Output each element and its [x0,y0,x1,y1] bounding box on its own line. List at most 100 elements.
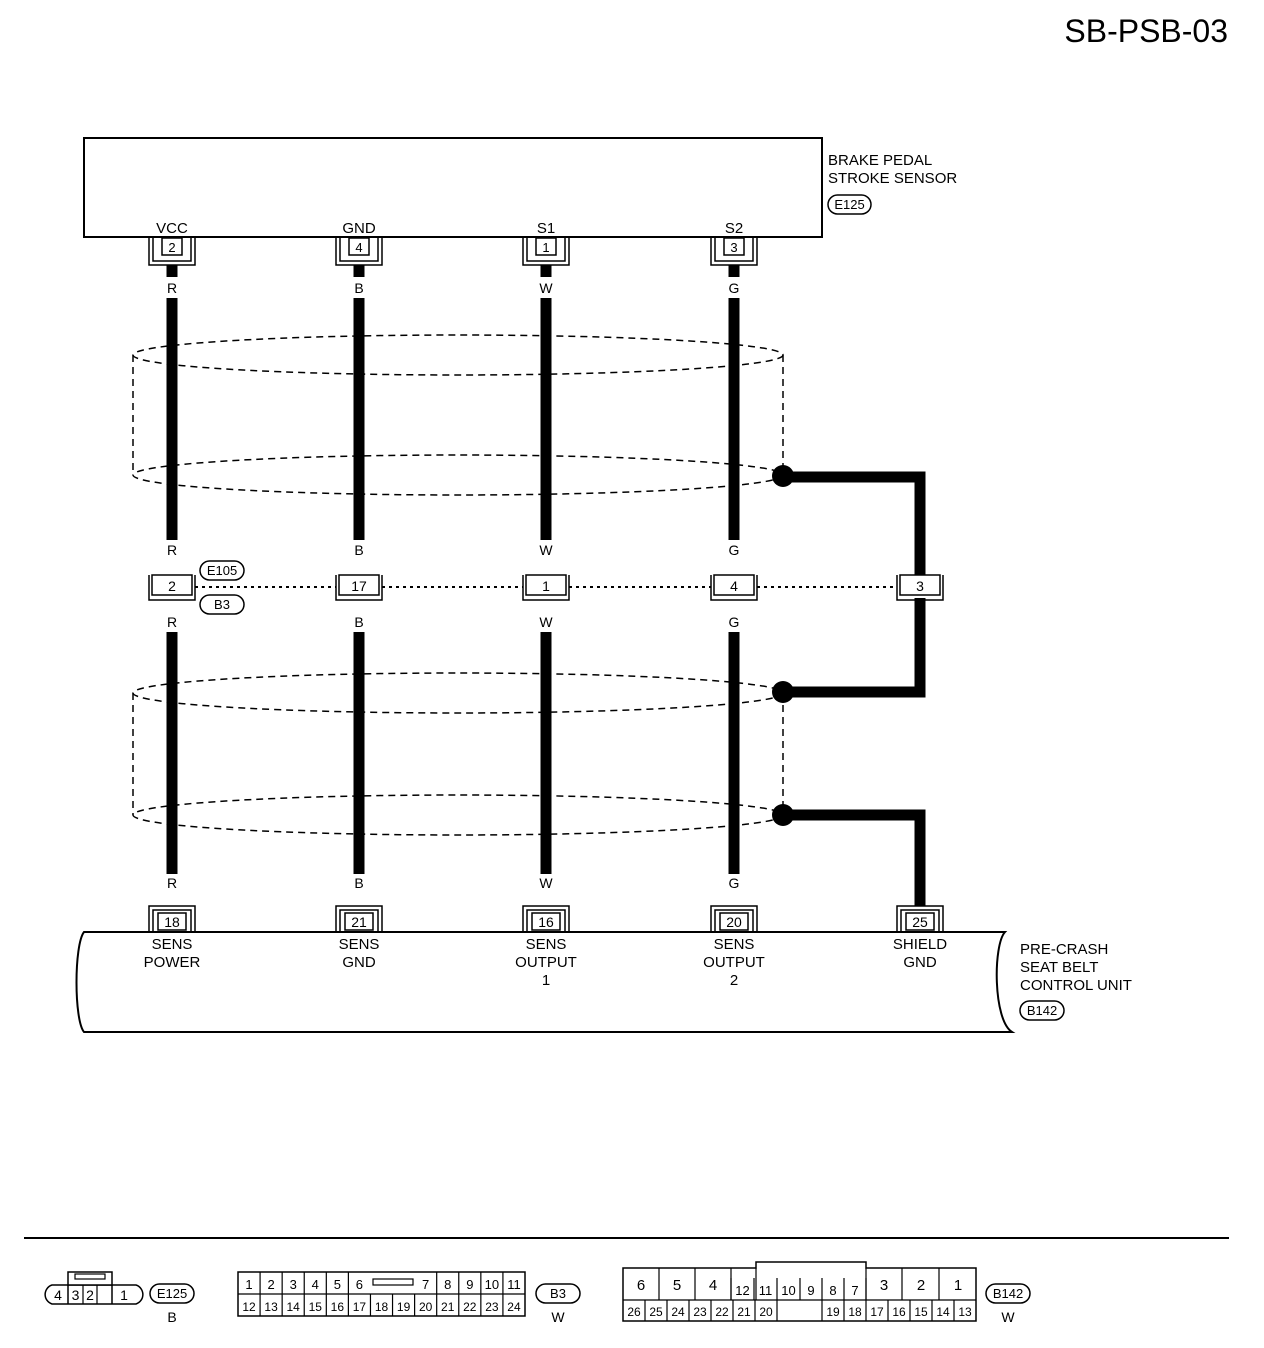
sensor-name-line2: STROKE SENSOR [828,170,957,187]
control-unit-name-line3: CONTROL UNIT [1020,977,1132,994]
sensor-pin-number: 3 [730,240,737,255]
wire-color-label: R [167,614,177,630]
control-unit-connector-tag: B142 [1019,1000,1065,1021]
sensor-pin-number: 1 [542,240,549,255]
control-unit-pin-label: SENS [339,936,380,953]
control-unit-box [75,931,1016,1033]
wire-shield-lower [783,598,926,698]
b142-pin: 21 [737,1305,751,1319]
control-unit-pin-number: 25 [912,914,928,930]
control-unit-pin-label: OUTPUT [703,954,765,971]
b142-pin: 17 [870,1305,884,1319]
wire-color-label: B [354,875,363,891]
joint-connector-tag-top: E105 [199,560,245,581]
control-unit-name-line1: PRE-CRASH [1020,941,1108,958]
joint-connector-tag-bottom: B3 [199,594,245,615]
b142-pin: 13 [958,1305,972,1319]
b142-pin: 25 [649,1305,663,1319]
b142-connector-id: B142 [993,1286,1023,1301]
shield-lower [132,672,784,836]
wire-color-labels-control-unit: R B W G [167,875,740,891]
b142-pin: 16 [892,1305,906,1319]
sensor-pin-s1: S1 1 [522,220,570,266]
b3-pin: 3 [290,1277,297,1292]
shield-drain-dot-3 [772,804,794,826]
b142-pin: 19 [826,1305,840,1319]
b142-pin: 6 [637,1277,645,1294]
shield-drain-dot-2 [772,681,794,703]
b3-pin: 10 [485,1277,499,1292]
control-unit-pin-label: GND [342,954,376,971]
b3-pin: 13 [264,1300,278,1314]
b142-pin: 20 [759,1305,773,1319]
b142-pin: 7 [851,1283,858,1298]
b3-pin: 15 [309,1300,323,1314]
e125-pin: 2 [86,1287,94,1303]
joint-pin: 17 [335,574,383,601]
wire-color-label: G [729,875,740,891]
b3-pin: 23 [485,1300,499,1314]
wire-color-label: W [539,280,553,296]
control-unit-pin-label: 2 [730,972,738,989]
control-unit-pin-shield-gnd: 25 SHIELD GND [893,905,947,971]
b142-pin: 26 [627,1305,641,1319]
b142-pin: 14 [936,1305,950,1319]
wire-shield-gnd [783,809,926,906]
control-unit-pin-number: 20 [726,914,742,930]
sensor-connector-id: E125 [834,197,864,212]
shield-upper [132,334,784,496]
sensor-pin-number: 2 [168,240,175,255]
b3-pin: 8 [444,1277,451,1292]
b3-pin: 20 [419,1300,433,1314]
sensor-pin-label: GND [342,220,376,237]
joint-pin-number: 2 [168,578,176,594]
b3-pin: 9 [466,1277,473,1292]
control-unit-pin-sens-output-1: 16 SENS OUTPUT 1 [515,905,577,989]
sensor-pin-vcc: VCC 2 [148,220,196,266]
b142-pin: 22 [715,1305,729,1319]
sensor-pin-number: 4 [355,240,362,255]
b3-pin: 12 [242,1300,256,1314]
wire-color-labels-sensor: R B W G [167,280,740,296]
b142-pin: 8 [829,1283,836,1298]
control-unit-pin-label: GND [903,954,937,971]
b3-pin: 22 [463,1300,477,1314]
connector-view-e125: 4 3 2 1 E125 B [44,1271,195,1325]
b142-connector-color: W [1001,1309,1015,1325]
b142-pin: 10 [781,1283,795,1298]
wire-color-label: B [354,542,363,558]
shield-drain-dot-1 [772,465,794,487]
sensor-pin-s2: S2 3 [710,220,758,266]
wire-color-label: B [354,280,363,296]
joint-pin: 4 [710,574,758,601]
b3-connector-color: W [551,1309,565,1325]
wire-color-labels-below-joint: R B W G [167,614,740,630]
sensor-pin-label: VCC [156,220,188,237]
joint-pin: 2 [148,574,196,601]
sensor-box [83,137,823,238]
b142-pin: 15 [914,1305,928,1319]
b3-pin: 16 [331,1300,345,1314]
b3-cell-grid [259,1272,504,1316]
wire-color-label: R [167,542,177,558]
control-unit-pin-number: 16 [538,914,554,930]
wire-color-label: G [729,614,740,630]
control-unit-pin-label: SENS [152,936,193,953]
control-unit-pin-label: SHIELD [893,936,947,953]
wire-color-label: R [167,280,177,296]
sensor-pin-label: S1 [537,220,555,237]
wire-color-label: W [539,542,553,558]
control-unit-pin-number: 18 [164,914,180,930]
b142-pin: 12 [735,1283,749,1298]
joint-pin-number: 1 [542,578,550,594]
b142-pin: 1 [954,1277,962,1294]
joint-connector-id: E105 [207,563,237,578]
joint-pin-number: 17 [351,578,367,594]
wires [166,265,926,906]
b142-pin: 5 [673,1277,681,1294]
b142-pin: 18 [848,1305,862,1319]
wire-color-label: G [729,280,740,296]
